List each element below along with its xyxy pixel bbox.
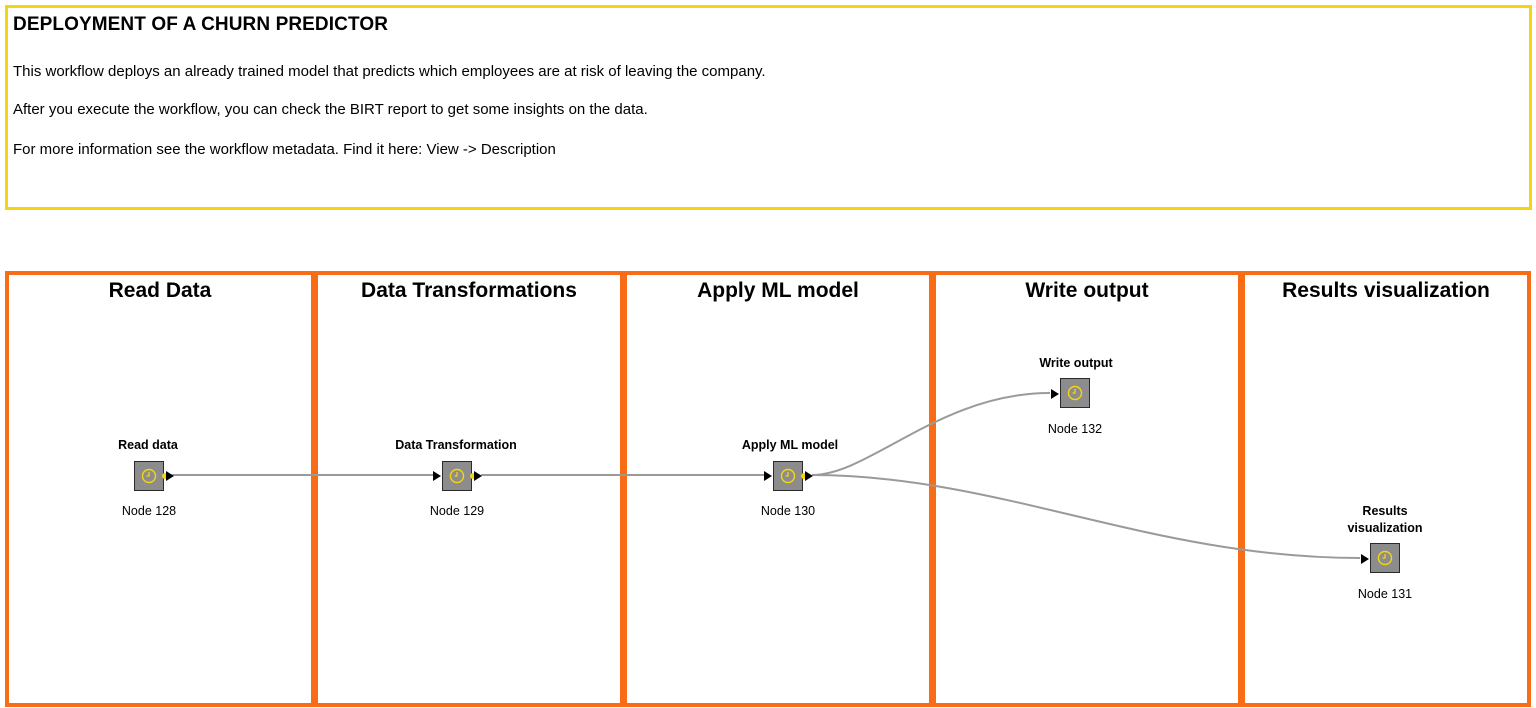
clock-icon bbox=[141, 468, 157, 484]
node-131-in-port[interactable] bbox=[1361, 554, 1369, 564]
node-132-box[interactable] bbox=[1060, 378, 1090, 408]
clock-icon bbox=[1067, 385, 1083, 401]
node-label-write-output: Write output bbox=[1039, 356, 1113, 370]
node-caption-132[interactable]: Node 132 bbox=[1047, 422, 1103, 436]
node-128-status-dot bbox=[162, 473, 168, 479]
node-130-out-port[interactable] bbox=[805, 471, 813, 481]
section-title: Data Transformations bbox=[361, 279, 577, 302]
annotation-line-1: This workflow deploys an already trained… bbox=[13, 63, 766, 80]
section-data-transformations[interactable]: Data Transformations bbox=[314, 271, 624, 707]
node-131-box[interactable] bbox=[1370, 543, 1400, 573]
node-130-box[interactable] bbox=[773, 461, 803, 491]
annotation-line-2: After you execute the workflow, you can … bbox=[13, 101, 648, 118]
node-129-in-port[interactable] bbox=[433, 471, 441, 481]
section-write-output[interactable]: Write output bbox=[932, 271, 1242, 707]
section-title: Write output bbox=[1025, 279, 1149, 302]
node-129-status-dot bbox=[470, 473, 476, 479]
node-caption-129[interactable]: Node 129 bbox=[429, 504, 485, 518]
section-title: Results visualization bbox=[1282, 279, 1490, 302]
annotation-title: DEPLOYMENT OF A CHURN PREDICTOR bbox=[13, 14, 389, 35]
workflow-annotation[interactable]: DEPLOYMENT OF A CHURN PREDICTOR This wor… bbox=[5, 5, 1532, 210]
node-label-data-transformation: Data Transformation bbox=[395, 438, 517, 452]
node-130-status-dot bbox=[801, 473, 807, 479]
node-130-in-port[interactable] bbox=[764, 471, 772, 481]
node-128-box[interactable] bbox=[134, 461, 164, 491]
node-129-out-port[interactable] bbox=[474, 471, 482, 481]
node-129-box[interactable] bbox=[442, 461, 472, 491]
section-title: Read Data bbox=[108, 279, 212, 302]
node-132-in-port[interactable] bbox=[1051, 389, 1059, 399]
clock-icon bbox=[449, 468, 465, 484]
node-caption-131[interactable]: Node 131 bbox=[1357, 587, 1413, 601]
node-label-results-visualization: Results visualization bbox=[1347, 504, 1423, 535]
node-caption-128[interactable]: Node 128 bbox=[121, 504, 177, 518]
clock-icon bbox=[1377, 550, 1393, 566]
node-label-apply-ml-model: Apply ML model bbox=[741, 438, 839, 452]
node-caption-130[interactable]: Node 130 bbox=[760, 504, 816, 518]
annotation-line-3: For more information see the workflow me… bbox=[13, 141, 556, 158]
node-label-read-data: Read data bbox=[118, 438, 178, 452]
section-results-visualization[interactable]: Results visualization bbox=[1241, 271, 1531, 707]
node-128-out-port[interactable] bbox=[166, 471, 174, 481]
clock-icon bbox=[780, 468, 796, 484]
section-title: Apply ML model bbox=[697, 279, 859, 302]
